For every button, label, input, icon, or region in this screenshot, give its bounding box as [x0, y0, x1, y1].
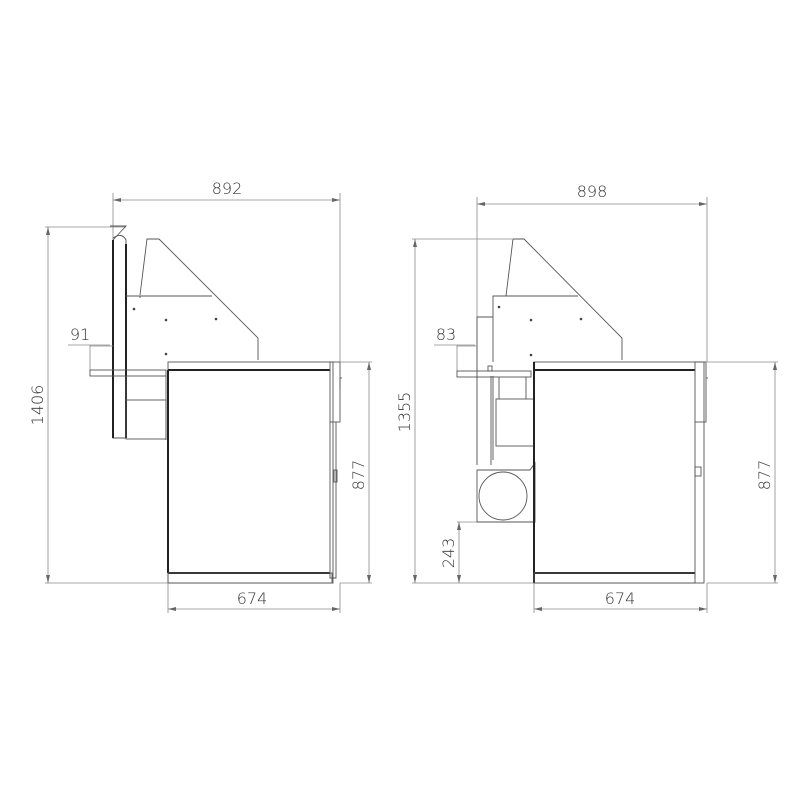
right-overhang-label: 83 — [436, 325, 456, 344]
right-counter-height-label: 877 — [755, 460, 774, 491]
left-counter-height-label: 877 — [349, 460, 368, 491]
right-cabinet — [533, 361, 708, 584]
left-cabinet — [167, 361, 342, 584]
left-base-width-dimension — [167, 583, 341, 613]
right-view: 898 1355 83 — [395, 182, 778, 613]
right-width-dimension — [476, 197, 708, 465]
left-width-dimension — [112, 193, 341, 362]
right-counter-height-dimension — [707, 361, 778, 584]
right-base-width-label: 674 — [605, 589, 636, 608]
left-width-label: 892 — [212, 179, 243, 198]
left-view: 892 1406 91 — [28, 179, 372, 613]
right-sneeze-guard — [492, 238, 623, 362]
left-height-dimension — [45, 226, 172, 584]
left-height-label: 1406 — [28, 385, 47, 426]
left-sneeze-guard — [126, 238, 259, 360]
left-counter-height-dimension — [340, 361, 372, 584]
right-bin-clearance-label: 243 — [439, 538, 458, 569]
left-tray-shelf — [89, 369, 167, 377]
right-overhang-dimension — [434, 344, 477, 371]
left-overhang-label: 91 — [70, 325, 90, 344]
right-width-label: 898 — [577, 182, 608, 201]
right-base-width-dimension — [533, 583, 708, 613]
left-base-width-label: 674 — [237, 589, 268, 608]
right-height-dimension — [412, 238, 535, 584]
right-tray-shelf — [456, 370, 532, 378]
right-height-label: 1355 — [395, 392, 414, 433]
left-overhang-dimension — [68, 344, 113, 370]
right-waste-bin — [476, 461, 536, 523]
right-bin-clearance-dimension — [457, 521, 477, 583]
